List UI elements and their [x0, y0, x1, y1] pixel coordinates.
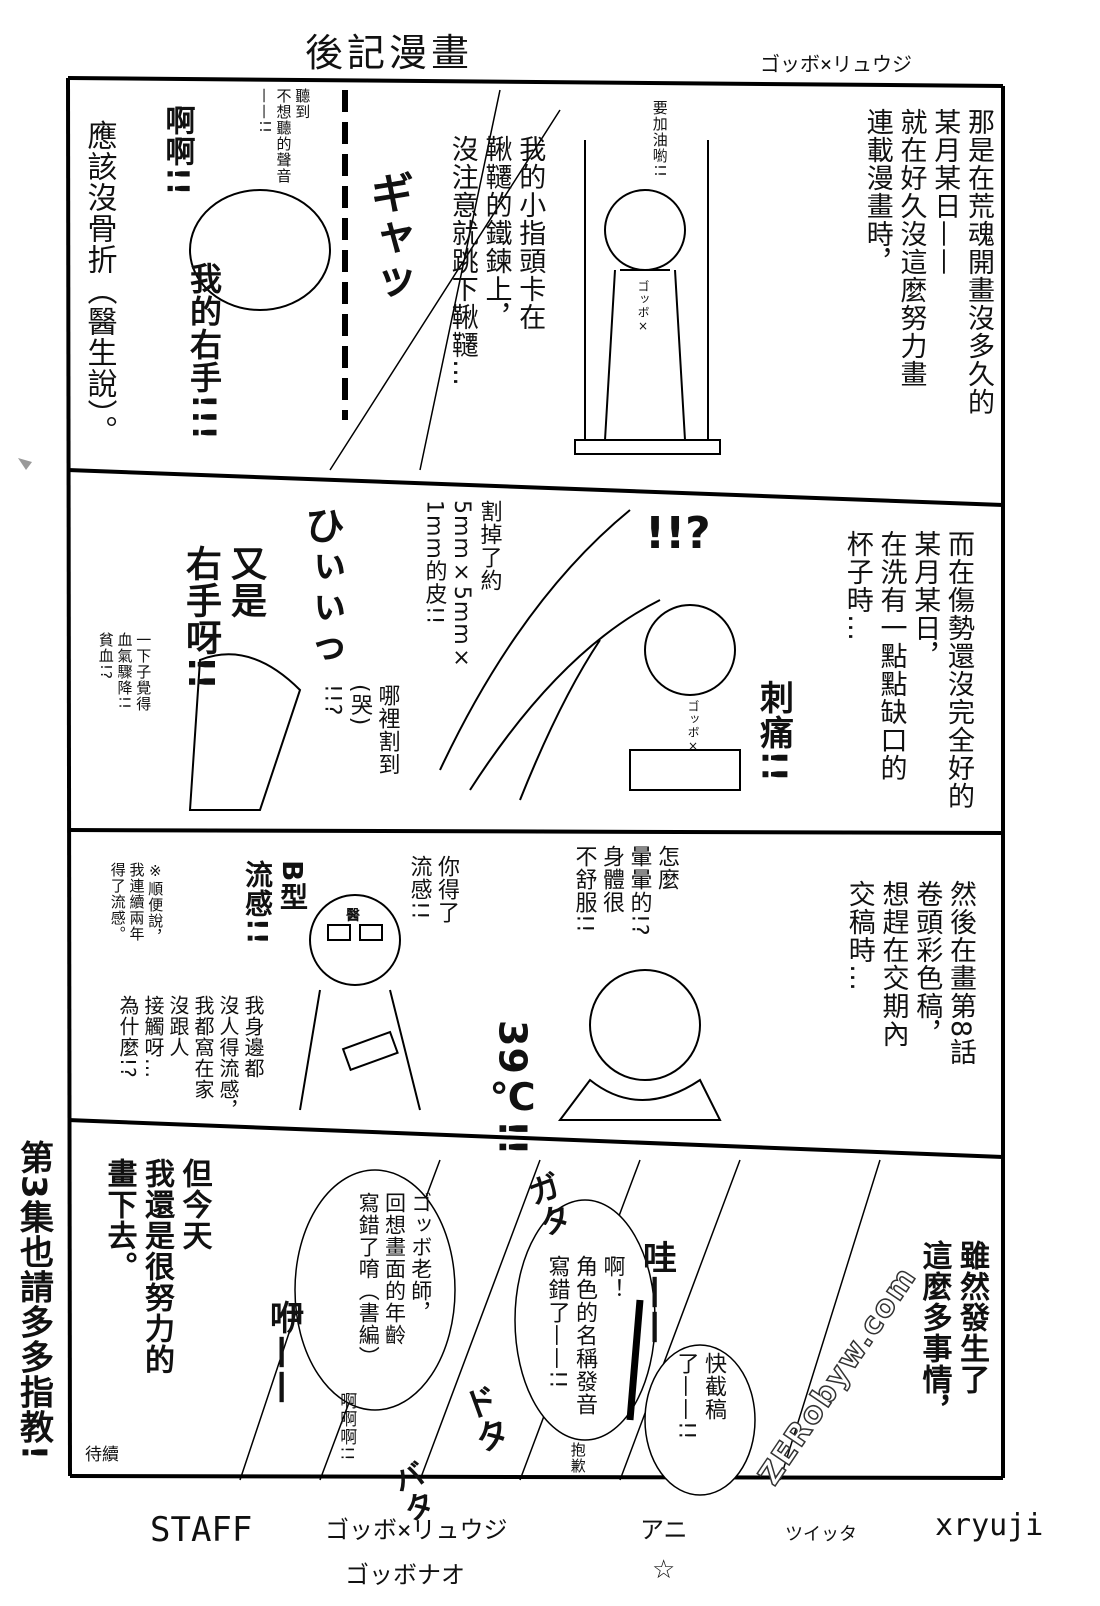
side-message: 第3集也請多多指教!: [13, 1140, 54, 1462]
panel1-caption: 我的小指頭卡在 鞦韆的鐵鍊上， 沒注意就跳下鞦韆…: [446, 135, 546, 387]
hand-cup-drawing: [188, 509, 741, 811]
panel4-conclusion: 但今天 我還是很努力的 畫下去。: [101, 1158, 212, 1375]
panel1-scream: 啊啊!!: [159, 105, 195, 197]
panel2-shock: !!?: [645, 508, 711, 559]
doctor-badge: 醫: [346, 908, 360, 924]
panel2-cut-detail: 割掉了約 5mm×5mm× 1mm的皮!!: [421, 500, 502, 672]
panel2-sfx: ひぃぃっ: [298, 505, 344, 669]
panel3-narration: 然後在畫第8話 卷頭彩色稿， 想趕在交期內 交稿時…: [843, 880, 976, 1067]
speed-lines: [239, 1159, 881, 1496]
panel-borders: [66, 76, 1005, 1480]
panel1-right-hand: 我的右手!!!: [185, 262, 223, 441]
panel2-pain: 刺痛!!: [753, 680, 794, 784]
panel4-wah: 哇——: [636, 1240, 677, 1345]
panel4-name-error: 啊！ 角色的名稱發音 寫錯了——!!: [544, 1255, 625, 1416]
panel3-diagnosis: 你得了 流感!!: [406, 855, 460, 924]
panel2-where: 哪裡割到 (哭) !!?: [319, 684, 400, 776]
panel4-deadline: 快截稿 了——!!: [673, 1352, 727, 1441]
panel4-narration: 雖然發生了 這麼多事情，: [916, 1240, 990, 1426]
panel4-sorry: 抱歉: [568, 1442, 587, 1474]
panel4-eek: 咿——: [263, 1300, 304, 1405]
panel3-note: ※順便說， 我連續兩年 得了流感。: [108, 862, 165, 945]
panel3-type-b: B型 流感!!: [241, 860, 309, 946]
panel1-shirt-text: ゴッボ×: [636, 280, 650, 334]
doctor-patient-drawing: [299, 894, 722, 1121]
author-credit: ゴッボ×リュウジ: [760, 52, 913, 76]
panel1-aside: 應該沒骨折（醫生說）。: [81, 120, 117, 446]
panel2-faint: 一下子覺得 血氣驟降!! 貧血!?: [96, 632, 153, 712]
staff-handle: xryuji: [935, 1508, 1044, 1543]
staff-twitter: ツイッタ: [785, 1524, 857, 1545]
staff-name-2: ゴッボナオ: [345, 1561, 465, 1589]
continued-label: 待續: [85, 1445, 119, 1465]
panel3-why: 我身邊都 沒人得流感， 我都窩在家 沒跟人 接觸呀… 為什麼!?: [116, 995, 265, 1121]
swing-drawing: [189, 89, 721, 471]
panel4-scream: 啊啊啊!!: [336, 1392, 357, 1462]
panel1-narration: 那是在荒魂開畫沒多久的 某月某日—— 就在好久沒這麼努力畫 連載漫畫時，: [861, 108, 994, 416]
star-icon: ☆: [652, 1555, 676, 1585]
staff-label: STAFF: [150, 1510, 253, 1550]
page-title: 後記漫畫: [305, 31, 474, 75]
staff-assistant: アニ: [640, 1516, 688, 1544]
panel2-shirt-text: ゴッボ×: [686, 700, 700, 754]
panel1-cheer: 要加油喲!!: [650, 100, 669, 179]
panel3-temperature: 39℃!!: [490, 1020, 535, 1157]
panel1-sound-note: 聽到 不想聽的聲音 ——!!: [255, 88, 312, 184]
scan-speck: [18, 458, 32, 470]
staff-name-1: ゴッボ×リュウジ: [325, 1516, 508, 1544]
panel2-again: 又是 右手呀!!: [180, 545, 266, 691]
panel3-dizzy: 怎麼 暈暈的!? 身體很 不舒服!!: [571, 845, 680, 937]
panel1-sfx: ギャッ: [362, 170, 413, 305]
panel4-editor-note: ゴッボ老師， 回想畫面的年齡 寫錯了唷（書編）: [356, 1192, 433, 1368]
panel2-narration: 而在傷勢還沒完全好的 某月某日， 在洗有一點點缺口的 杯子時…: [841, 530, 974, 810]
